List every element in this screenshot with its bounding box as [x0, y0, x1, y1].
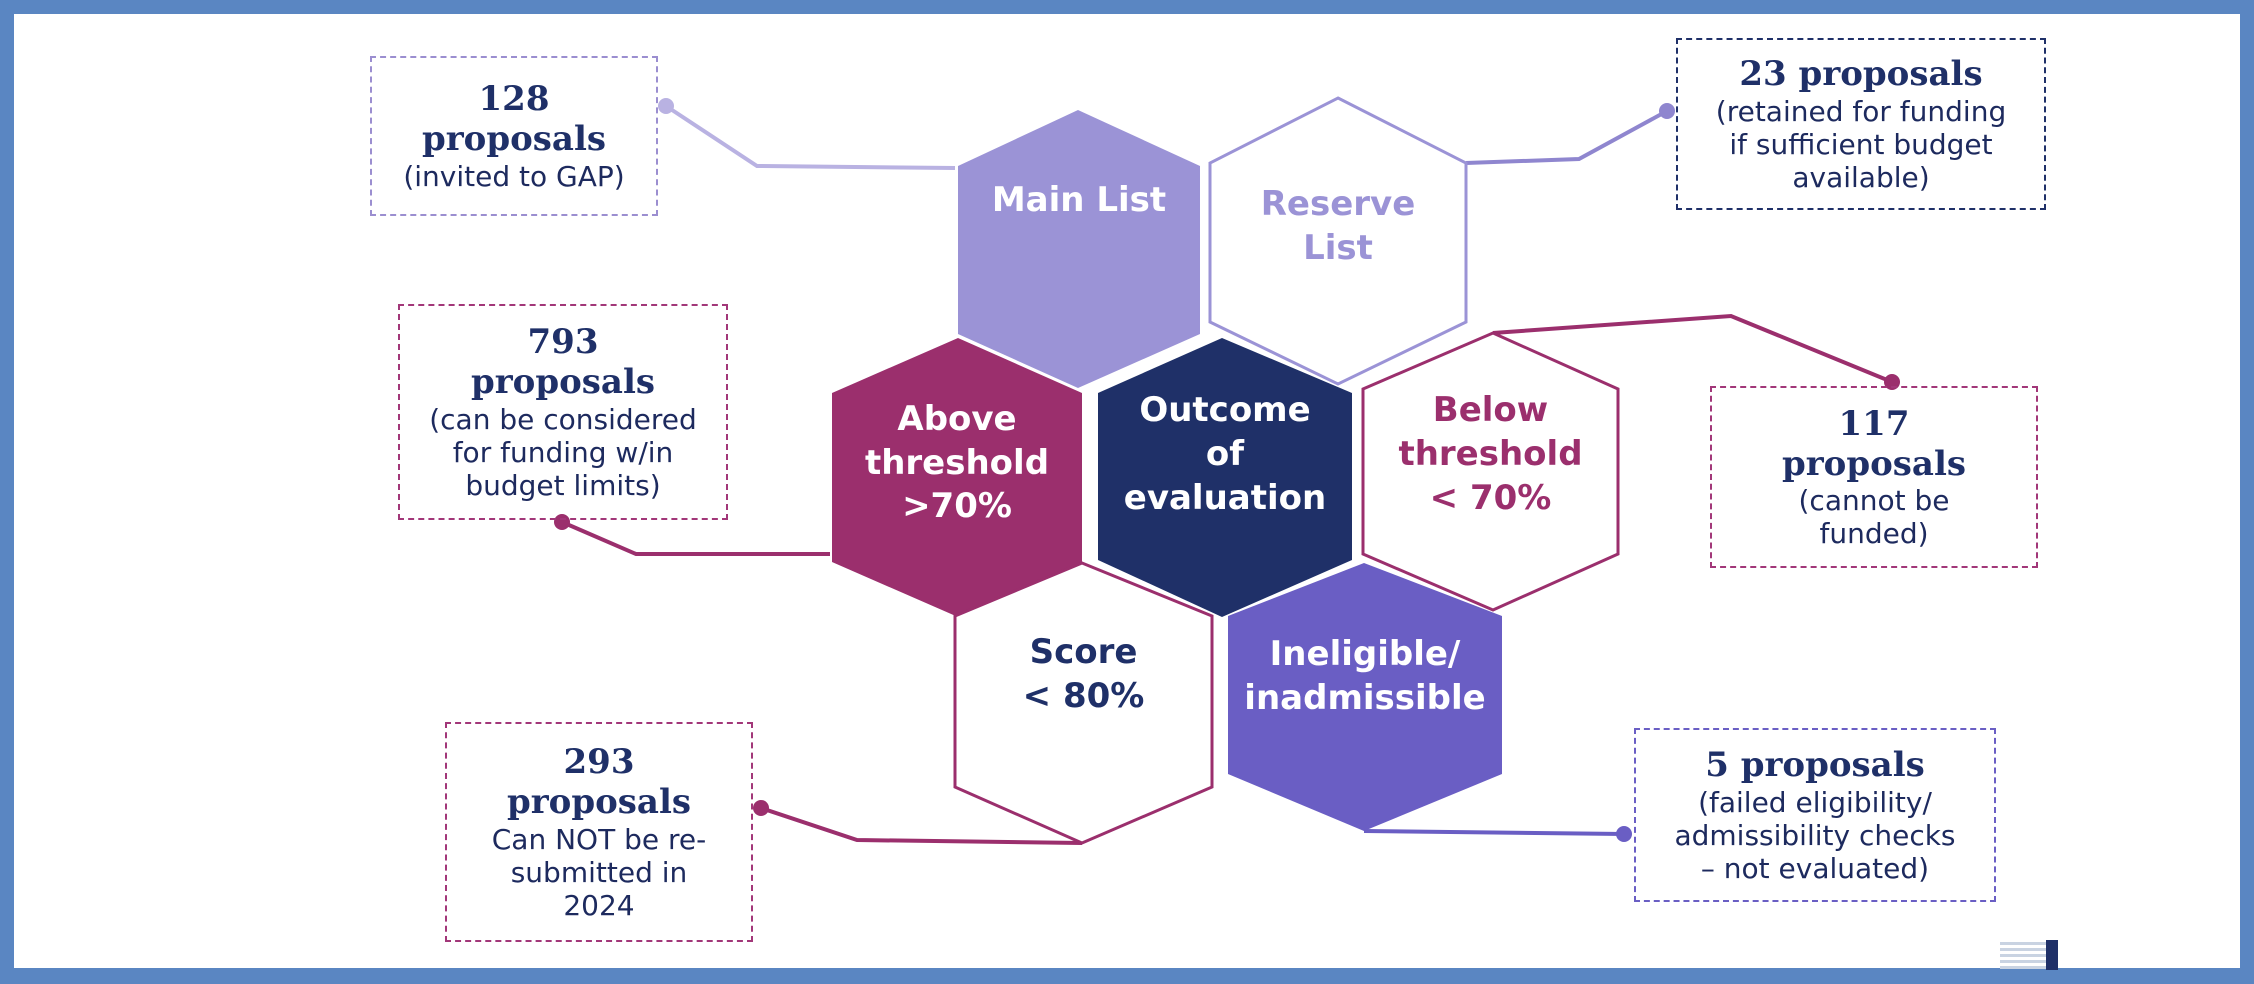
connector-ineligible — [1363, 829, 1625, 836]
hexagon-label-main-list: Main List — [991, 180, 1167, 220]
callout-ineligible-count: 5 proposals — [1705, 745, 1925, 786]
callout-reserve-list-note-2: if sufficient budget — [1729, 127, 1993, 161]
callout-ineligible: 5 proposals (failed eligibility/ admissi… — [1634, 728, 1996, 902]
connector-main-list — [664, 104, 956, 170]
corner-logo — [2000, 940, 2058, 970]
callout-below-threshold-note-1: (cannot be — [1798, 484, 1950, 518]
callout-above-threshold-unit: proposals — [470, 362, 656, 403]
callout-above-threshold-count: 793 — [527, 322, 599, 363]
hexagon-ineligible — [1228, 563, 1502, 831]
callout-reserve-list-count: 23 proposals — [1739, 54, 1983, 95]
callout-above-threshold: 793 proposals (can be considered for fun… — [398, 304, 728, 520]
callout-below-threshold-note-2: funded) — [1819, 517, 1929, 551]
callout-reserve-list-note-1: (retained for funding — [1715, 94, 2007, 128]
hexagon-label-score: Score < 80% — [1022, 632, 1145, 717]
callout-score: 293 proposals Can NOT be re- submitted i… — [445, 722, 753, 942]
callout-main-list-note: (invited to GAP) — [403, 159, 625, 193]
callout-main-list-unit: proposals — [421, 119, 607, 160]
callout-score-unit: proposals — [506, 782, 692, 823]
connector-dot-reserve-list — [1659, 103, 1675, 119]
hexagon-reserve-list — [1208, 96, 1468, 386]
callout-reserve-list-note-3: available) — [1792, 160, 1930, 194]
callout-below-threshold: 117 proposals (cannot be funded) — [1710, 386, 2038, 568]
connector-above-threshold — [561, 520, 830, 556]
hexagon-label-above-threshold: Above threshold >70% — [864, 399, 1050, 527]
callout-ineligible-note-1: (failed eligibility/ — [1698, 785, 1932, 819]
callout-score-note-1: Can NOT be re- — [491, 822, 707, 856]
callout-reserve-list: 23 proposals (retained for funding if su… — [1676, 38, 2046, 210]
connector-reserve-list — [1465, 109, 1668, 165]
callout-main-list: 128 proposals (invited to GAP) — [370, 56, 658, 216]
callout-score-note-2: submitted in — [510, 855, 688, 889]
hexagon-label-below-threshold: Below threshold < 70% — [1398, 390, 1583, 519]
callout-score-note-3: 2024 — [563, 888, 635, 922]
callout-below-threshold-unit: proposals — [1781, 443, 1967, 484]
callout-above-threshold-note-1: (can be considered — [429, 402, 697, 436]
hexagon-main-list — [958, 110, 1200, 388]
hexagon-outcome-of-evaluation — [1098, 338, 1352, 617]
connector-dot-score — [753, 800, 769, 816]
hexagon-below-threshold — [1361, 331, 1620, 612]
callout-ineligible-note-2: admissibility checks — [1674, 818, 1956, 852]
callout-above-threshold-note-2: for funding w/in — [452, 435, 674, 469]
hexagon-above-threshold — [832, 338, 1082, 617]
callout-main-list-count: 128 — [478, 79, 550, 120]
callout-above-threshold-note-3: budget limits) — [465, 468, 661, 502]
hexagon-score — [953, 561, 1214, 845]
callout-score-count: 293 — [563, 742, 635, 783]
hexagon-label-reserve-list: Reserve List — [1260, 184, 1416, 269]
connector-dot-main-list — [658, 98, 674, 114]
callout-ineligible-note-3: – not evaluated) — [1700, 851, 1930, 885]
hexagon-label-ineligible: Ineligible/ inadmissible — [1244, 634, 1486, 719]
connector-score — [760, 806, 1083, 845]
connector-dot-ineligible — [1616, 826, 1632, 842]
callout-below-threshold-count: 117 — [1838, 403, 1910, 444]
connector-below-threshold — [1492, 313, 1893, 384]
hexagon-label-outcome-of-evaluation: Outcome of evaluation — [1123, 390, 1327, 519]
